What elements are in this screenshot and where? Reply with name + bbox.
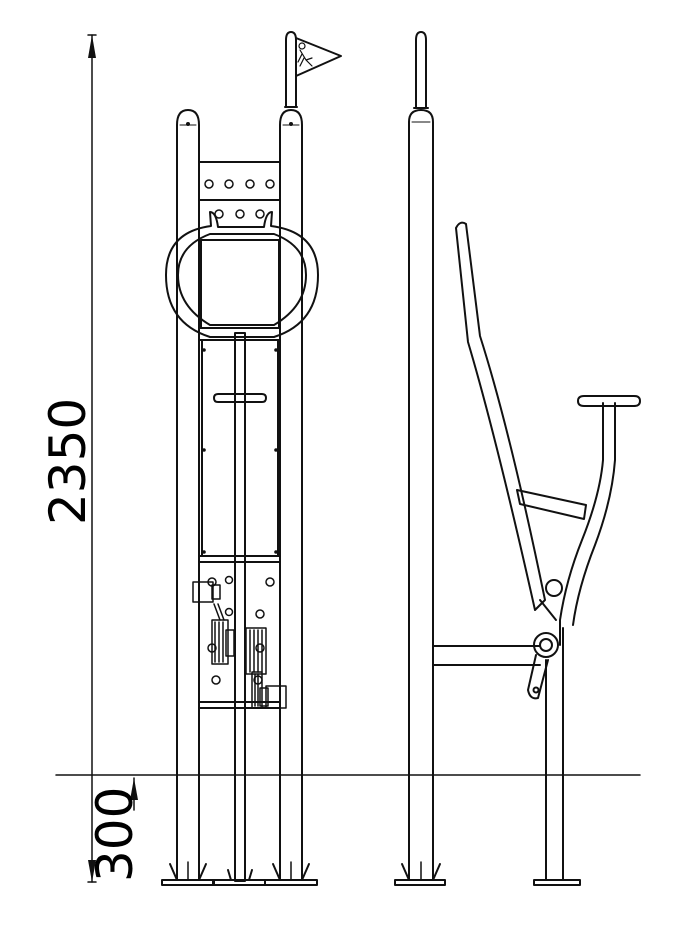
pulley-left: [192, 581, 235, 665]
ground-leg: [545, 627, 564, 881]
dimension-depth: 300: [86, 774, 144, 883]
depth-label: 300: [86, 787, 144, 882]
back-panel: [201, 339, 279, 557]
top-plate-holes: [204, 179, 275, 219]
front-view: [161, 31, 342, 886]
front-base-plates: [161, 861, 318, 886]
backrest-arm: [455, 221, 546, 611]
center-shaft: [234, 332, 246, 882]
left-post: [176, 109, 200, 881]
flag-pole: [285, 31, 297, 108]
flag: [295, 37, 342, 77]
height-label: 2350: [39, 398, 97, 525]
gym-user-icon: [297, 42, 313, 67]
side-post: [408, 109, 434, 881]
seat-column: [559, 402, 616, 646]
seat-front: [213, 393, 267, 403]
right-post: [279, 109, 303, 881]
support-tube: [432, 645, 541, 666]
pivot-outer: [533, 632, 559, 658]
lower-plate: [198, 561, 281, 703]
top-plate: [198, 161, 281, 201]
pulley-right: [245, 627, 287, 709]
dimension-height: 2350: [39, 34, 97, 776]
seat-side: [577, 395, 641, 407]
center-plate: [200, 239, 280, 329]
handle-grip: [165, 211, 319, 338]
side-view: [394, 31, 641, 886]
